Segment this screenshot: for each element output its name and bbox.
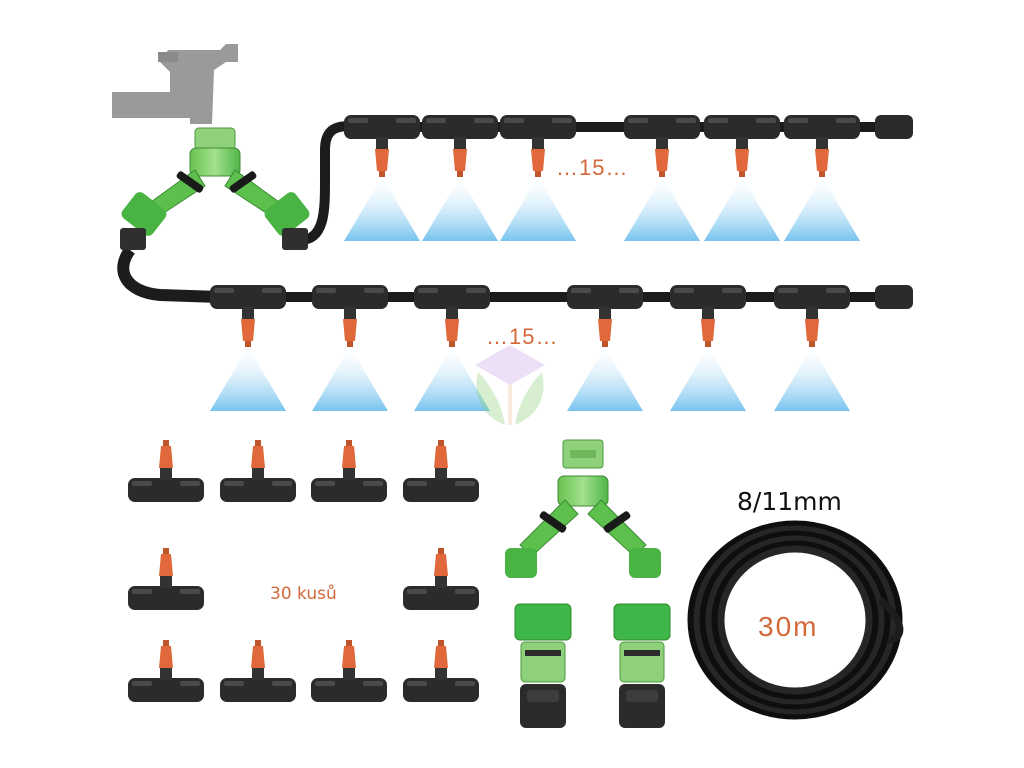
mist-nozzle-icon	[670, 285, 746, 411]
mist-nozzle-icon	[344, 115, 420, 241]
distribution-lines	[210, 115, 913, 411]
quick-connector-icon	[613, 603, 671, 728]
mist-nozzle-icon	[128, 640, 204, 702]
mist-nozzle-icon	[220, 640, 296, 702]
mist-nozzle-icon	[311, 640, 387, 702]
mist-nozzle-icon	[220, 440, 296, 502]
feed-tube-lower	[117, 246, 221, 303]
leaf-watermark-icon	[475, 345, 545, 425]
mist-nozzle-icon	[312, 285, 388, 411]
mist-nozzle-icon	[500, 115, 576, 241]
mist-nozzle-icon	[414, 285, 490, 411]
mist-nozzle-icon	[128, 440, 204, 502]
mist-nozzle-icon	[422, 115, 498, 241]
row1-count-label: …15…	[556, 155, 629, 180]
mist-nozzle-icon	[403, 440, 479, 502]
mist-nozzle-icon	[774, 285, 850, 411]
hose-diameter-label: 8/11mm	[737, 487, 842, 516]
feed-tube-upper	[299, 121, 351, 245]
nozzle-quantity-label: 30 kusů	[270, 584, 337, 604]
mist-nozzle-icon	[567, 285, 643, 411]
mist-nozzle-icon	[624, 115, 700, 241]
mist-nozzle-icon	[784, 115, 860, 241]
hose-coil-icon	[687, 520, 904, 720]
mist-nozzle-icon	[403, 640, 479, 702]
row2-count-label: …15…	[486, 324, 559, 349]
mist-nozzle-icon	[704, 115, 780, 241]
mist-nozzle-icon	[128, 548, 204, 610]
y-splitter-icon	[120, 127, 310, 250]
loose-nozzle-set	[128, 440, 479, 702]
quick-connector-set	[514, 603, 671, 728]
mist-nozzle-icon	[311, 440, 387, 502]
quick-connector-icon	[514, 603, 572, 728]
y-splitter-icon	[505, 439, 661, 578]
mist-nozzle-icon	[210, 285, 286, 411]
hose-length-label: 30m	[758, 611, 819, 642]
mist-nozzle-icon	[403, 548, 479, 610]
water-tap-icon	[112, 44, 238, 124]
